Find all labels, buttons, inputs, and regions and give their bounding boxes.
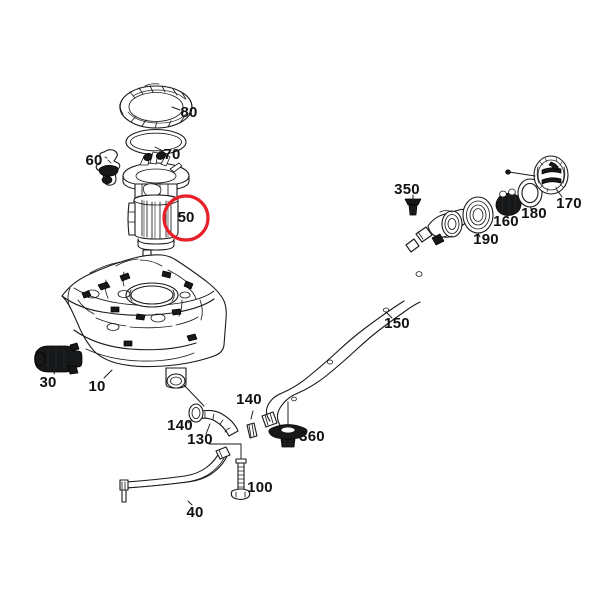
part-label-shutoff-valve[interactable]: 30 xyxy=(39,374,56,391)
part-label-grommet[interactable]: 360 xyxy=(299,428,325,445)
part-retaining-clip[interactable] xyxy=(404,198,422,216)
part-label-fuel-pump-module[interactable]: 50 xyxy=(178,209,195,226)
part-vent-valve[interactable] xyxy=(95,149,121,186)
leader-tank-outlet xyxy=(183,384,205,407)
part-locking-ring[interactable] xyxy=(119,83,193,129)
part-o-ring[interactable] xyxy=(517,178,543,208)
leader-160 xyxy=(506,213,509,218)
part-filler-neck-ring[interactable] xyxy=(462,196,494,234)
part-label-filler-neck-ring[interactable]: 190 xyxy=(473,231,499,248)
leader-190 xyxy=(477,232,481,238)
part-label-mounting-bolt[interactable]: 100 xyxy=(247,479,273,496)
part-spring-clip[interactable] xyxy=(495,188,522,216)
part-tank-strap[interactable] xyxy=(119,446,231,503)
leader-180 xyxy=(529,206,533,211)
part-label-hose-clamp[interactable]: 140 xyxy=(167,417,193,434)
part-label-retaining-clip[interactable]: 350 xyxy=(394,181,420,198)
part-grommet[interactable] xyxy=(268,401,308,448)
leader-170 xyxy=(556,189,563,198)
part-label-filler-pipe[interactable]: 150 xyxy=(384,315,410,332)
part-hose-clamp-left[interactable] xyxy=(188,403,204,423)
leader-40 xyxy=(187,500,193,506)
part-filler-neck[interactable] xyxy=(427,208,471,246)
leader-140b xyxy=(250,410,254,420)
part-connecting-hose[interactable] xyxy=(195,409,239,437)
part-label-connecting-hose[interactable]: 130 xyxy=(187,431,213,448)
part-filler-pipe[interactable] xyxy=(265,226,433,429)
leader-80 xyxy=(171,106,181,111)
part-hose-clamp-right[interactable] xyxy=(246,422,258,439)
leader-60 xyxy=(104,156,108,159)
part-fuel-cap[interactable] xyxy=(505,155,569,195)
part-label-tank-strap[interactable]: 40 xyxy=(186,504,203,521)
part-label-locking-ring[interactable]: 80 xyxy=(180,104,197,121)
part-fuel-tank[interactable] xyxy=(61,254,227,389)
part-shutoff-valve[interactable] xyxy=(34,342,83,375)
leader-10 xyxy=(103,369,113,379)
leader-lines xyxy=(53,106,563,506)
leader-130 xyxy=(205,423,211,435)
part-label-hose-clamp[interactable]: 140 xyxy=(236,391,262,408)
part-label-fuel-tank[interactable]: 10 xyxy=(88,378,105,395)
part-label-fuel-cap[interactable]: 170 xyxy=(556,195,582,212)
leader-140a xyxy=(187,419,193,424)
part-seal-ring[interactable] xyxy=(125,128,187,156)
leader-150 xyxy=(385,311,393,319)
part-mounting-bolt[interactable] xyxy=(208,443,251,501)
highlight-circle-part-50 xyxy=(162,194,210,242)
leader-70 xyxy=(154,146,164,152)
part-label-spring-clip[interactable]: 160 xyxy=(493,213,519,230)
leader-30 xyxy=(53,367,57,375)
part-label-o-ring[interactable]: 180 xyxy=(521,205,547,222)
part-label-vent-valve[interactable]: 60 xyxy=(85,152,102,169)
part-label-seal-ring[interactable]: 70 xyxy=(163,146,180,163)
